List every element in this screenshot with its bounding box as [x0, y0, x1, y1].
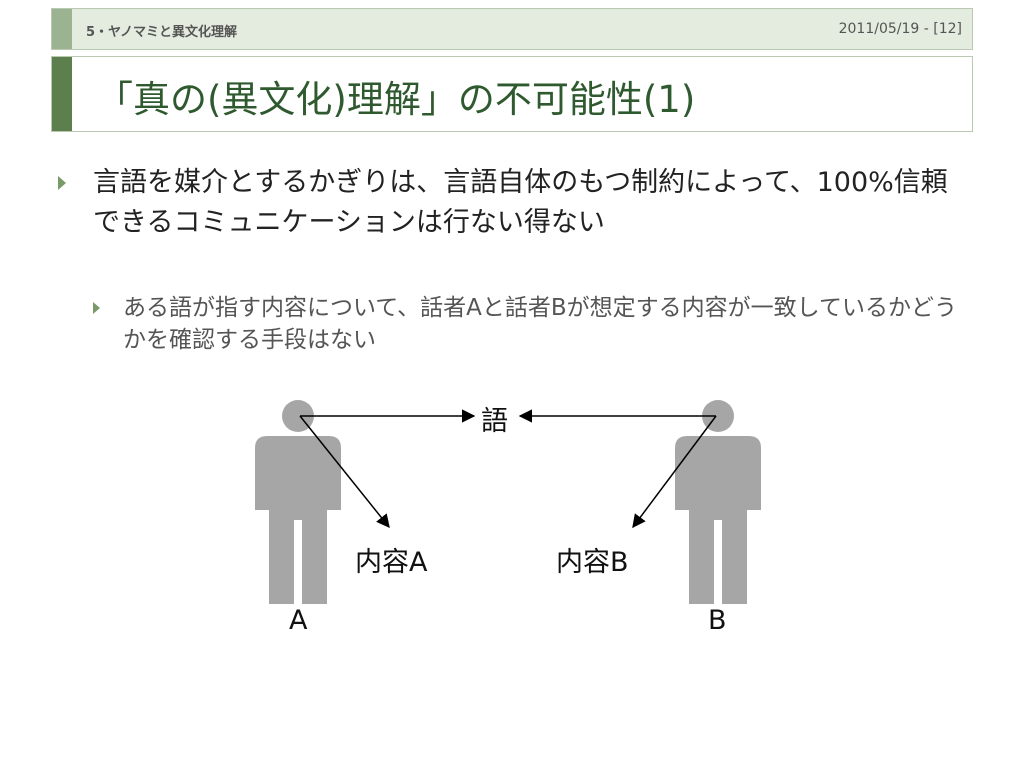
section-header: 5・ヤノマミと異文化理解 2011/05/19 - [12]: [51, 8, 973, 50]
word-label: 語: [481, 406, 508, 437]
person-a-figure: [255, 400, 341, 604]
bullet-text: 言語を媒介とするかぎりは、言語自体のもつ制約によって、100%信頼できるコミュニ…: [93, 167, 948, 238]
bullet-level-2: ある語が指す内容について、話者Aと話者Bが想定する内容が一致しているかどうかを確…: [93, 292, 963, 356]
person-a-label: A: [289, 605, 308, 636]
sub-bullet-arrow-icon: [93, 302, 100, 314]
bullet-level-1: 言語を媒介とするかぎりは、言語自体のもつ制約によって、100%信頼できるコミュニ…: [58, 163, 958, 243]
section-label: 5・ヤノマミと異文化理解: [86, 25, 238, 40]
header-accent-bar: [52, 9, 72, 49]
title-accent-bar: [52, 57, 72, 131]
arrow-b-to-content-b: [632, 415, 717, 529]
slide-date-page: 2011/05/19 - [12]: [838, 21, 962, 37]
content-a-label: 内容A: [355, 547, 428, 578]
content-b-label: 内容B: [556, 547, 629, 578]
bullet-arrow-icon: [58, 176, 66, 190]
title-box: 「真の(異文化)理解」の不可能性(1): [51, 56, 973, 132]
slide-title: 「真の(異文化)理解」の不可能性(1): [96, 78, 696, 121]
sub-bullet-text: ある語が指す内容について、話者Aと話者Bが想定する内容が一致しているかどうかを確…: [123, 295, 957, 353]
person-b-figure: [675, 400, 761, 604]
arrow-a-to-content-a: [299, 415, 390, 529]
person-b-label: B: [708, 605, 727, 636]
